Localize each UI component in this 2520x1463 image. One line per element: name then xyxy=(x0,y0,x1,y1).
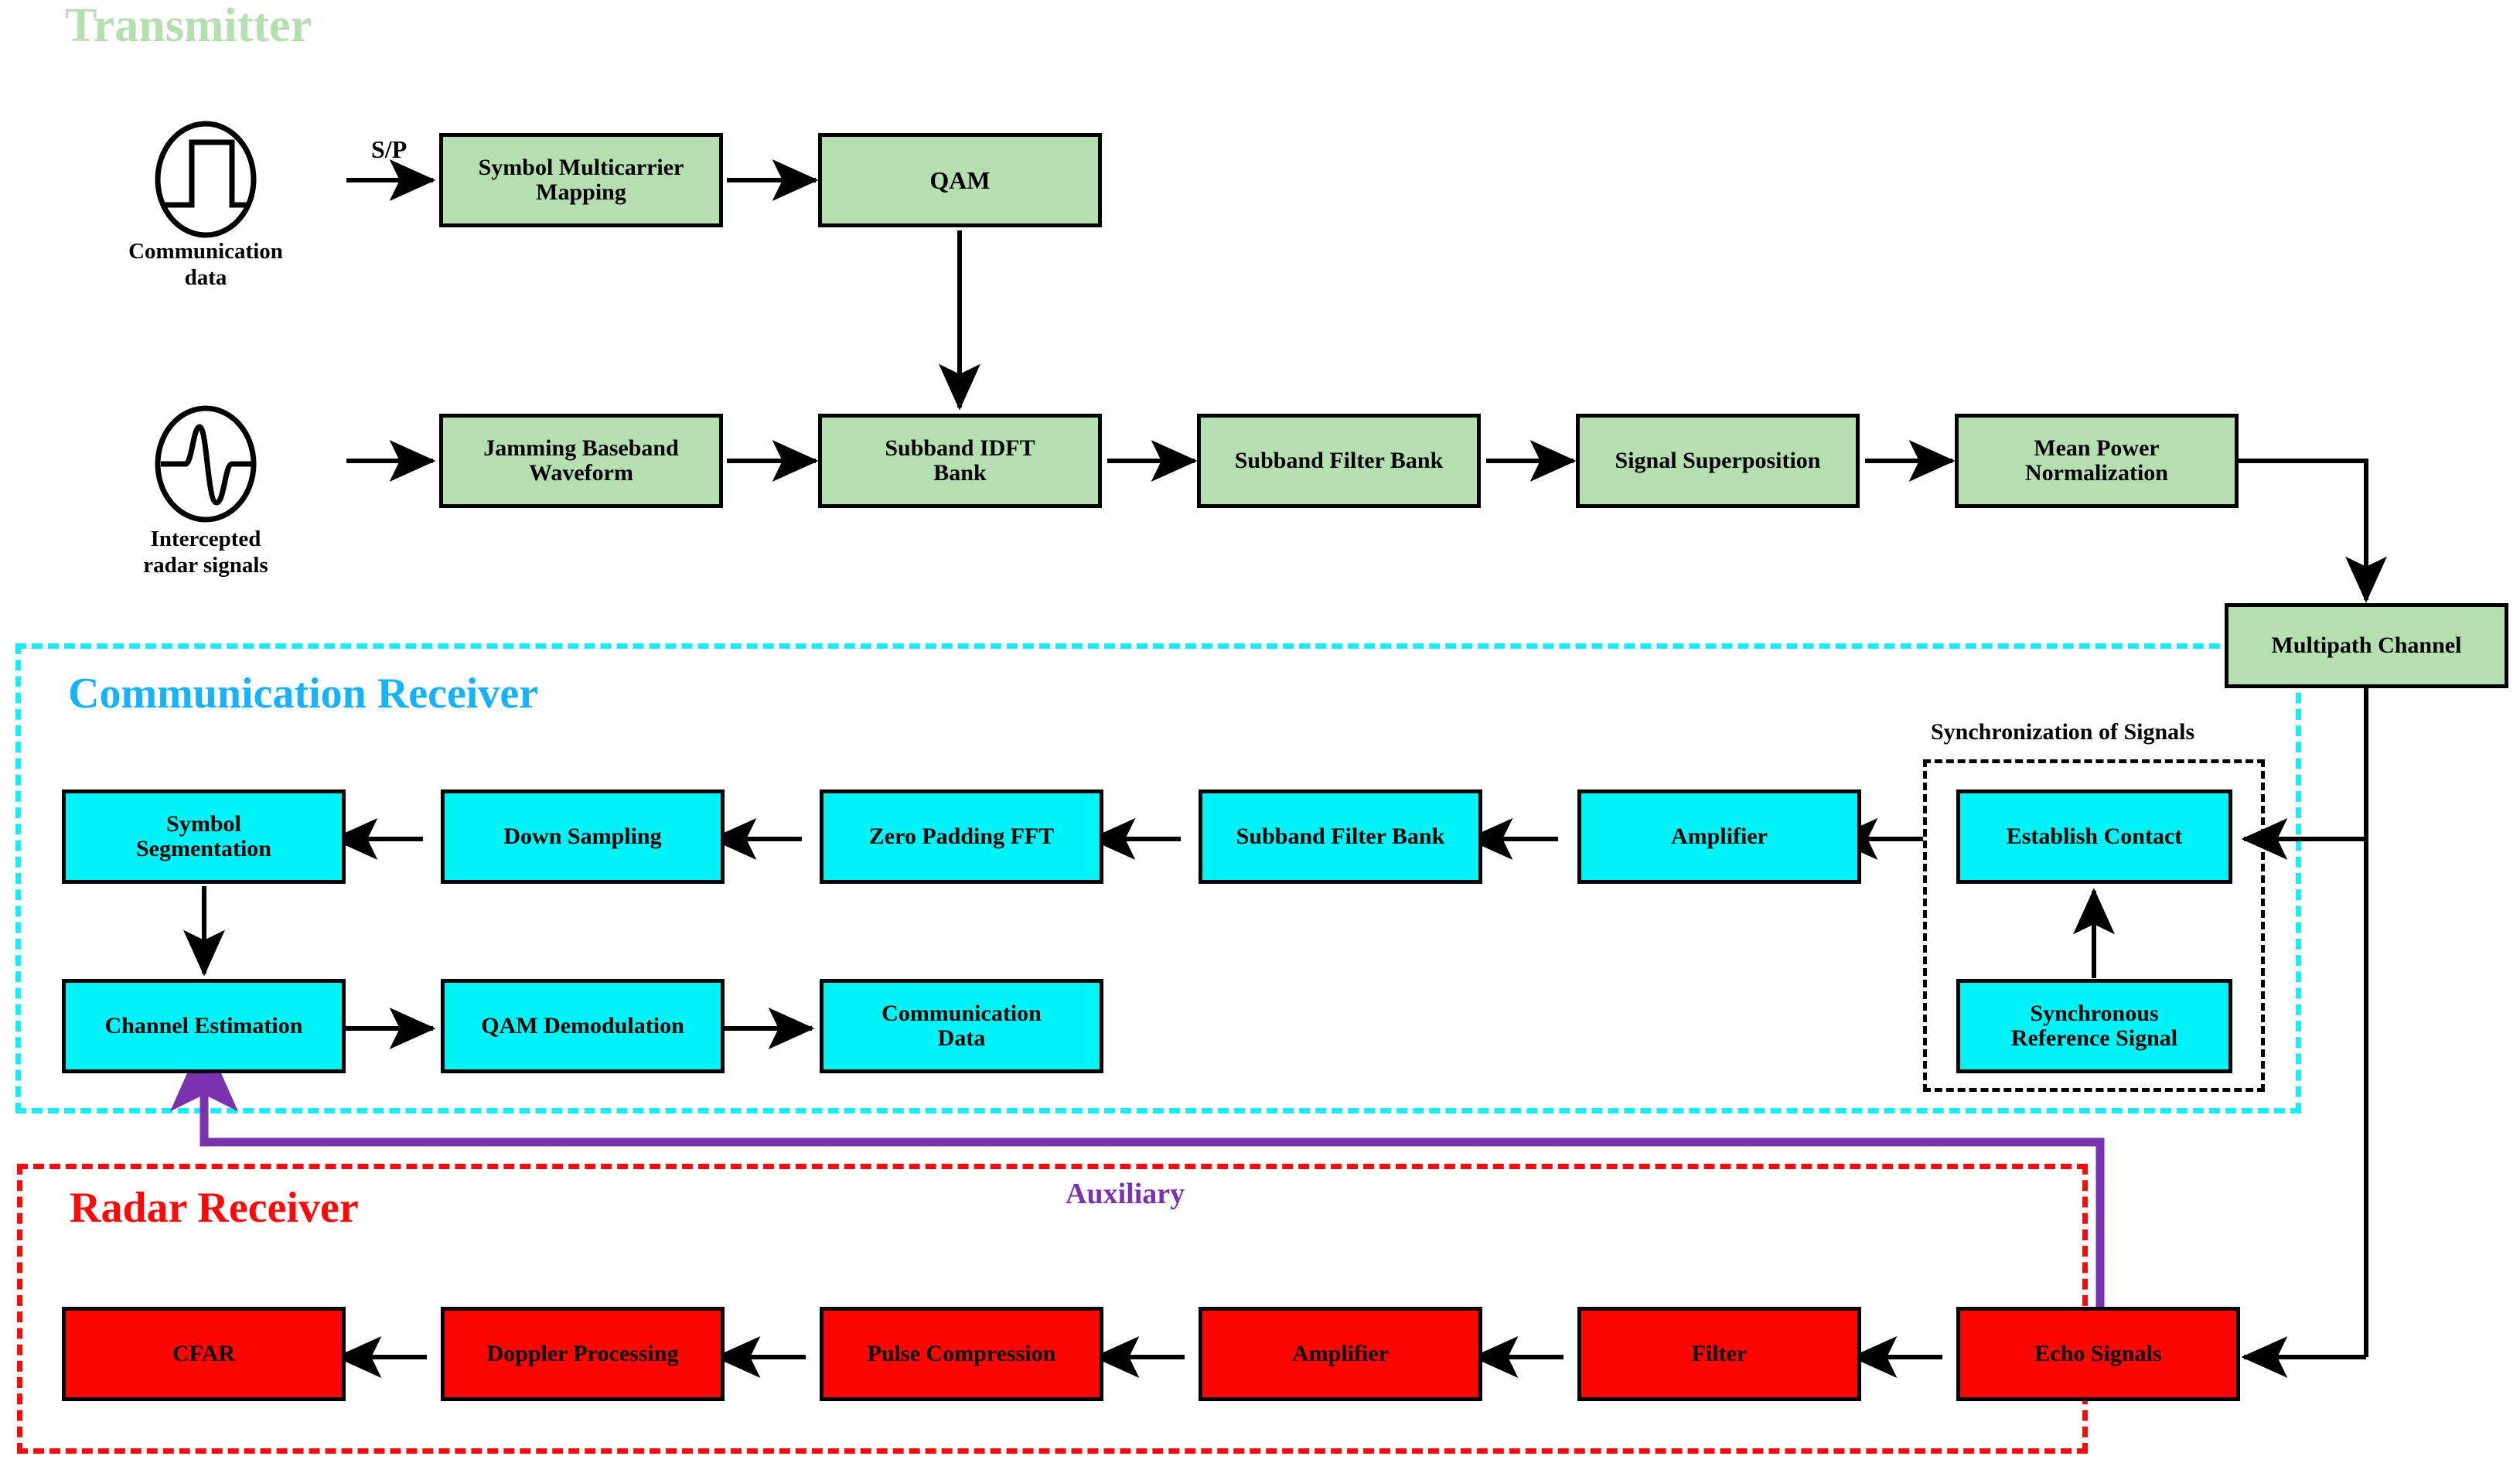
block-pulse-compression[interactable]: Pulse Compression xyxy=(820,1307,1103,1401)
auxiliary-label: Auxiliary xyxy=(1066,1178,1185,1210)
block-qam-demodulation[interactable]: QAM Demodulation xyxy=(441,979,725,1073)
block-subband-filter-bank-tx[interactable]: Subband Filter Bank xyxy=(1197,414,1481,508)
block-cfar[interactable]: CFAR xyxy=(62,1307,346,1401)
intercepted-radar-signals-caption: Intercepted radar signals xyxy=(143,527,268,578)
block-channel-estimation[interactable]: Channel Estimation xyxy=(62,979,346,1073)
block-symbol-multicarrier-mapping[interactable]: Symbol Multicarrier Mapping xyxy=(439,133,723,227)
block-zero-padding-fft[interactable]: Zero Padding FFT xyxy=(820,789,1103,884)
square-wave-icon xyxy=(155,121,257,238)
block-communication-data-out[interactable]: Communication Data xyxy=(820,979,1103,1073)
block-echo-signals[interactable]: Echo Signals xyxy=(1956,1307,2240,1401)
line-mpn-to-channel xyxy=(2236,459,2368,574)
block-multipath-channel[interactable]: Multipath Channel xyxy=(2225,603,2508,688)
communication-data-caption: Communication data xyxy=(128,239,283,291)
block-subband-idft-bank[interactable]: Subband IDFT Bank xyxy=(818,414,1102,508)
sine-wave-icon xyxy=(155,405,257,523)
block-signal-superposition[interactable]: Signal Superposition xyxy=(1576,414,1860,508)
sp-label: S/P xyxy=(371,135,407,163)
block-synchronous-reference-signal[interactable]: Synchronous Reference Signal xyxy=(1956,979,2232,1073)
block-amplifier-comm[interactable]: Amplifier xyxy=(1577,789,1861,884)
block-qam[interactable]: QAM xyxy=(818,133,1102,227)
block-symbol-segmentation[interactable]: Symbol Segmentation xyxy=(62,789,346,884)
transmitter-title: Transmitter xyxy=(65,0,312,52)
block-subband-filter-bank-rx[interactable]: Subband Filter Bank xyxy=(1199,789,1482,884)
radar-receiver-title: Radar Receiver xyxy=(70,1184,359,1232)
block-filter[interactable]: Filter xyxy=(1577,1307,1861,1401)
block-down-sampling[interactable]: Down Sampling xyxy=(441,789,725,884)
block-amplifier-radar[interactable]: Amplifier xyxy=(1199,1307,1482,1401)
block-mean-power-normalization[interactable]: Mean Power Normalization xyxy=(1955,414,2239,508)
block-doppler-processing[interactable]: Doppler Processing xyxy=(441,1307,725,1401)
synchronization-label: Synchronization of Signals xyxy=(1931,719,2195,745)
communication-receiver-title: Communication Receiver xyxy=(68,670,539,718)
block-establish-contact[interactable]: Establish Contact xyxy=(1956,789,2232,884)
block-jamming-baseband-waveform[interactable]: Jamming Baseband Waveform xyxy=(439,414,723,508)
